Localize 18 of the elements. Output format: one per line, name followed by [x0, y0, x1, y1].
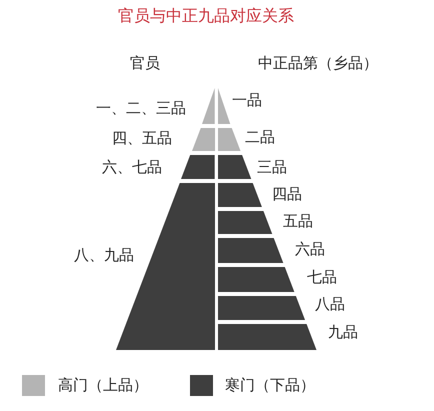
- band-label: 八品: [315, 297, 345, 312]
- band-label: 四、五品: [112, 131, 172, 146]
- band-label: 三品: [257, 160, 287, 175]
- band-label: 九品: [328, 325, 358, 340]
- column-heading: 中正品第（乡品）: [258, 56, 378, 71]
- band-label: 六品: [295, 242, 325, 257]
- band-label: 七品: [307, 270, 337, 285]
- band-label: 五品: [283, 214, 313, 229]
- band-label: 八、九品: [74, 248, 134, 263]
- legend-label: 高门（上品）: [58, 378, 148, 393]
- band-label: 一品: [232, 93, 262, 108]
- title: 官员与中正九品对应关系: [117, 8, 295, 24]
- band-label: 四品: [272, 187, 302, 202]
- band-label: 一、二、三品: [96, 101, 186, 116]
- legend-label: 寒门（下品）: [225, 378, 315, 393]
- column-heading: 官员: [130, 56, 160, 71]
- band-label: 二品: [245, 130, 275, 145]
- band-label: 六、七品: [102, 160, 162, 175]
